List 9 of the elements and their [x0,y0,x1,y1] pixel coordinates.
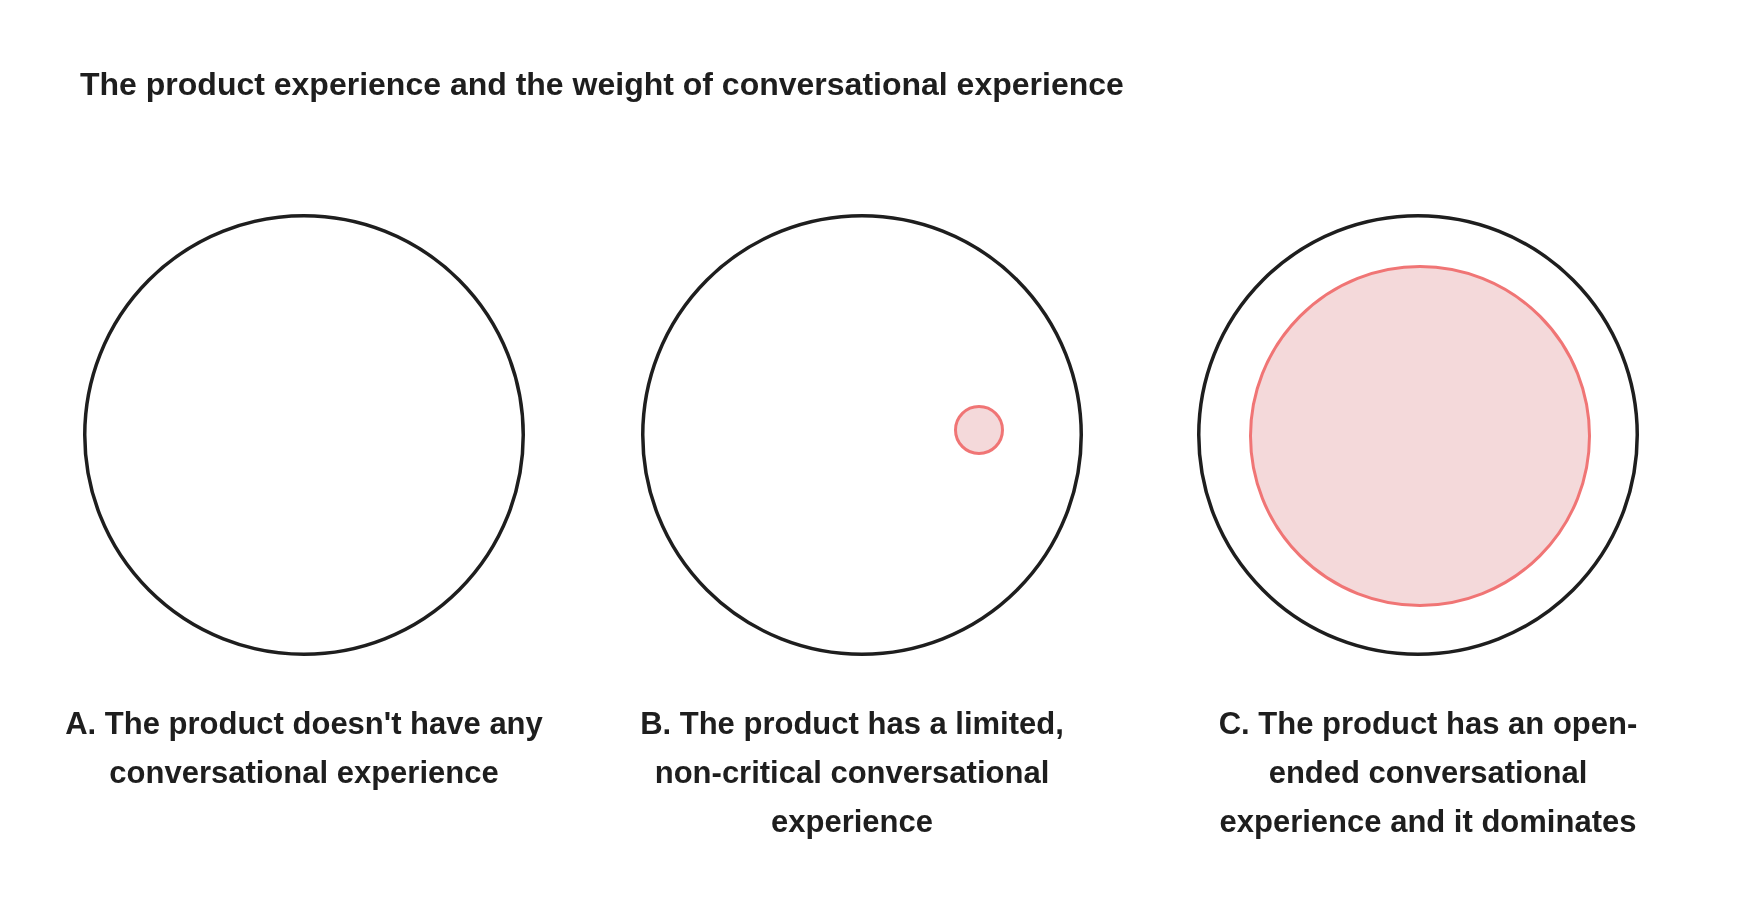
diagram-title: The product experience and the weight of conversational experience [80,66,1124,103]
node-label: A. The product doesn't have any conversational experience [64,705,544,792]
circle [954,405,1004,455]
circle [83,214,525,656]
node-label: C. The product has an open-ended conversational experience and it dominates [1217,705,1639,841]
circle [1197,214,1639,656]
circle [1249,265,1591,607]
circle [641,214,1083,656]
node-label: B. The product has a limited, non-critical conversational experience [639,705,1065,841]
